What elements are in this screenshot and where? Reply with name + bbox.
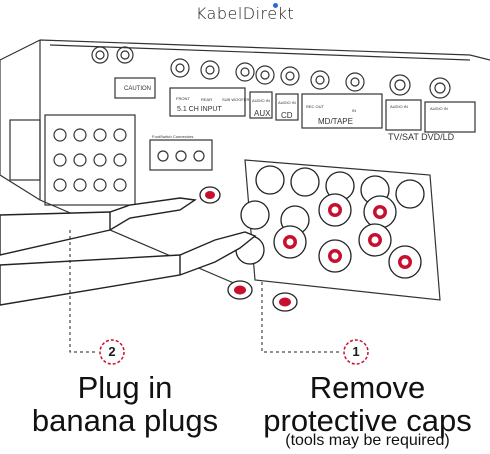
in-label: IN (352, 108, 356, 113)
footswitch-label: FootSwitch Connectors (152, 134, 193, 139)
audio-in-label-4: AUDIO IN (430, 106, 448, 111)
caution-label: CAUTION (124, 86, 151, 92)
audio-in-label-3: AUDIO IN (390, 104, 408, 109)
rear-label: REAR (201, 97, 212, 102)
audio-in-label-1: AUDIO IN (252, 98, 270, 103)
front-label: FRONT (176, 96, 190, 101)
step-2-number: 2 (102, 344, 122, 359)
subwoofer-label: SUB WOOFER (222, 97, 249, 102)
step-1-note: (tools may be required) (245, 432, 490, 450)
audio-in-label-2: AUDIO IN (278, 100, 296, 105)
tv-sat-dvd-label: TV/SAT DVD/LD (388, 132, 455, 142)
step-1-label: Remove protective caps (245, 372, 490, 437)
step-2-label: Plug in banana plugs (30, 372, 220, 437)
rec-out-label: REC OUT (306, 104, 325, 109)
input-51-label: 5.1 CH INPUT (177, 106, 222, 113)
md-tape-label: MD/TAPE (318, 117, 353, 126)
cd-label: CD (281, 111, 293, 120)
aux-label: AUX (254, 109, 271, 118)
step-1-number: 1 (346, 344, 366, 359)
